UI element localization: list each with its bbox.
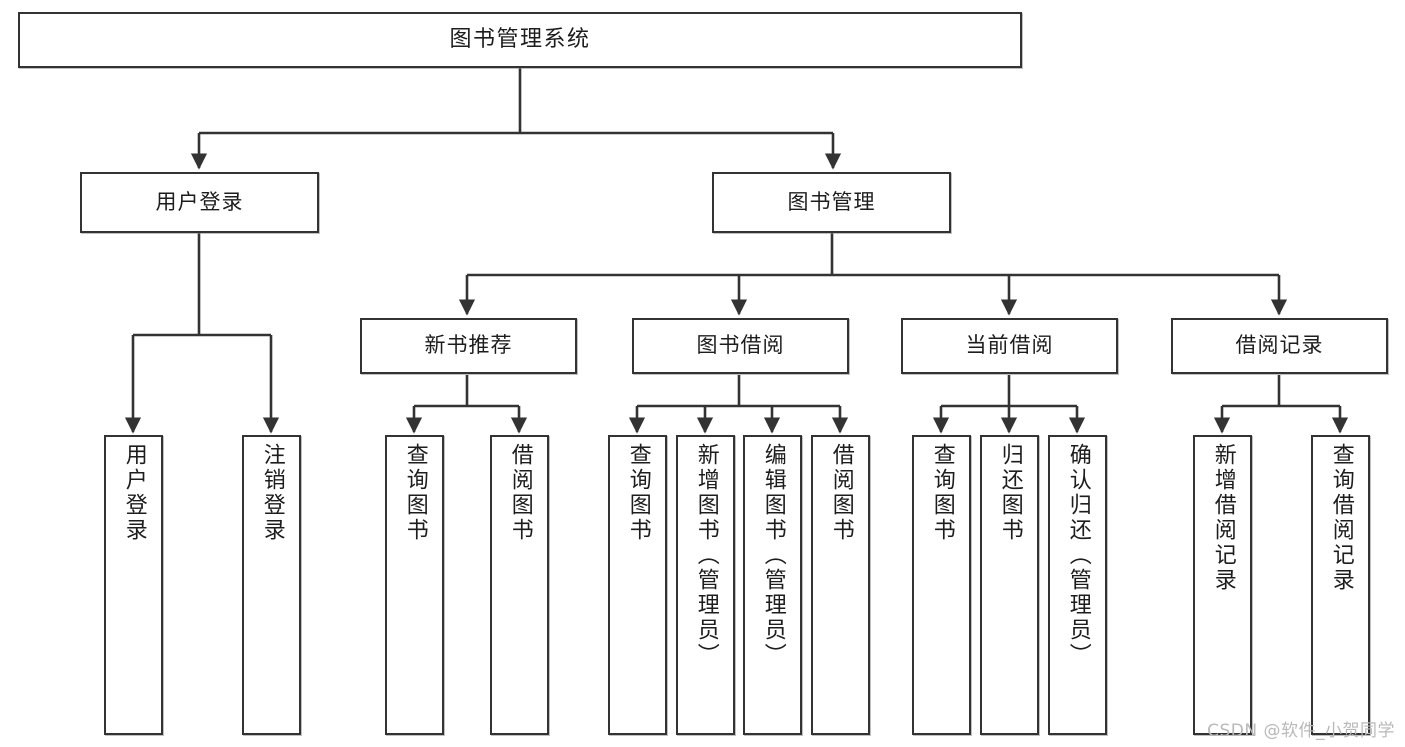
node-label: 查询图书 — [625, 443, 651, 543]
node-label: 用户登录 — [121, 443, 147, 543]
node-book-management[interactable]: 图书管理 — [712, 172, 951, 233]
node-label: 借阅记录 — [1235, 333, 1324, 358]
node-label: 图书借阅 — [696, 333, 785, 358]
node-user-login[interactable]: 用户登录 — [80, 172, 319, 233]
node-label: 编辑图书（管理员） — [760, 443, 786, 668]
leaf-edit-book-admin[interactable]: 编辑图书（管理员） — [743, 435, 802, 735]
node-label: 图书管理系统 — [449, 26, 591, 52]
node-label: 借阅图书 — [828, 443, 854, 543]
leaf-add-borrow-record[interactable]: 新增借阅记录 — [1193, 435, 1252, 735]
node-label: 确认归还（管理员） — [1065, 443, 1091, 668]
node-label: 查询借阅记录 — [1328, 443, 1354, 593]
leaf-query-book-borrow[interactable]: 查询图书 — [608, 435, 667, 735]
leaf-add-book-admin[interactable]: 新增图书（管理员） — [676, 435, 735, 735]
node-label: 新增借阅记录 — [1210, 443, 1236, 593]
node-label: 当前借阅 — [965, 333, 1054, 358]
node-root-book-management-system[interactable]: 图书管理系统 — [18, 12, 1022, 68]
node-label: 归还图书 — [997, 443, 1023, 543]
node-label: 借阅图书 — [507, 443, 533, 543]
node-new-book-recommend[interactable]: 新书推荐 — [360, 318, 577, 374]
node-label: 新书推荐 — [424, 333, 513, 358]
leaf-query-borrow-record[interactable]: 查询借阅记录 — [1311, 435, 1370, 735]
node-book-borrow[interactable]: 图书借阅 — [632, 318, 849, 374]
leaf-confirm-return-admin[interactable]: 确认归还（管理员） — [1048, 435, 1107, 735]
node-borrow-record[interactable]: 借阅记录 — [1171, 318, 1388, 374]
node-label: 新增图书（管理员） — [693, 443, 719, 668]
node-label: 查询图书 — [402, 443, 428, 543]
leaf-query-book-current[interactable]: 查询图书 — [912, 435, 971, 735]
leaf-return-book[interactable]: 归还图书 — [980, 435, 1039, 735]
leaf-borrow-book-new-recommend[interactable]: 借阅图书 — [490, 435, 549, 735]
node-label: 用户登录 — [155, 189, 244, 214]
leaf-borrow-book-borrow[interactable]: 借阅图书 — [811, 435, 870, 735]
node-label: 图书管理 — [787, 189, 876, 214]
node-current-borrow[interactable]: 当前借阅 — [901, 318, 1118, 374]
leaf-query-book-new-recommend[interactable]: 查询图书 — [385, 435, 444, 735]
leaf-logout-login[interactable]: 注销登录 — [242, 435, 301, 735]
node-label: 查询图书 — [929, 443, 955, 543]
leaf-user-login[interactable]: 用户登录 — [104, 435, 163, 735]
node-label: 注销登录 — [259, 443, 285, 543]
